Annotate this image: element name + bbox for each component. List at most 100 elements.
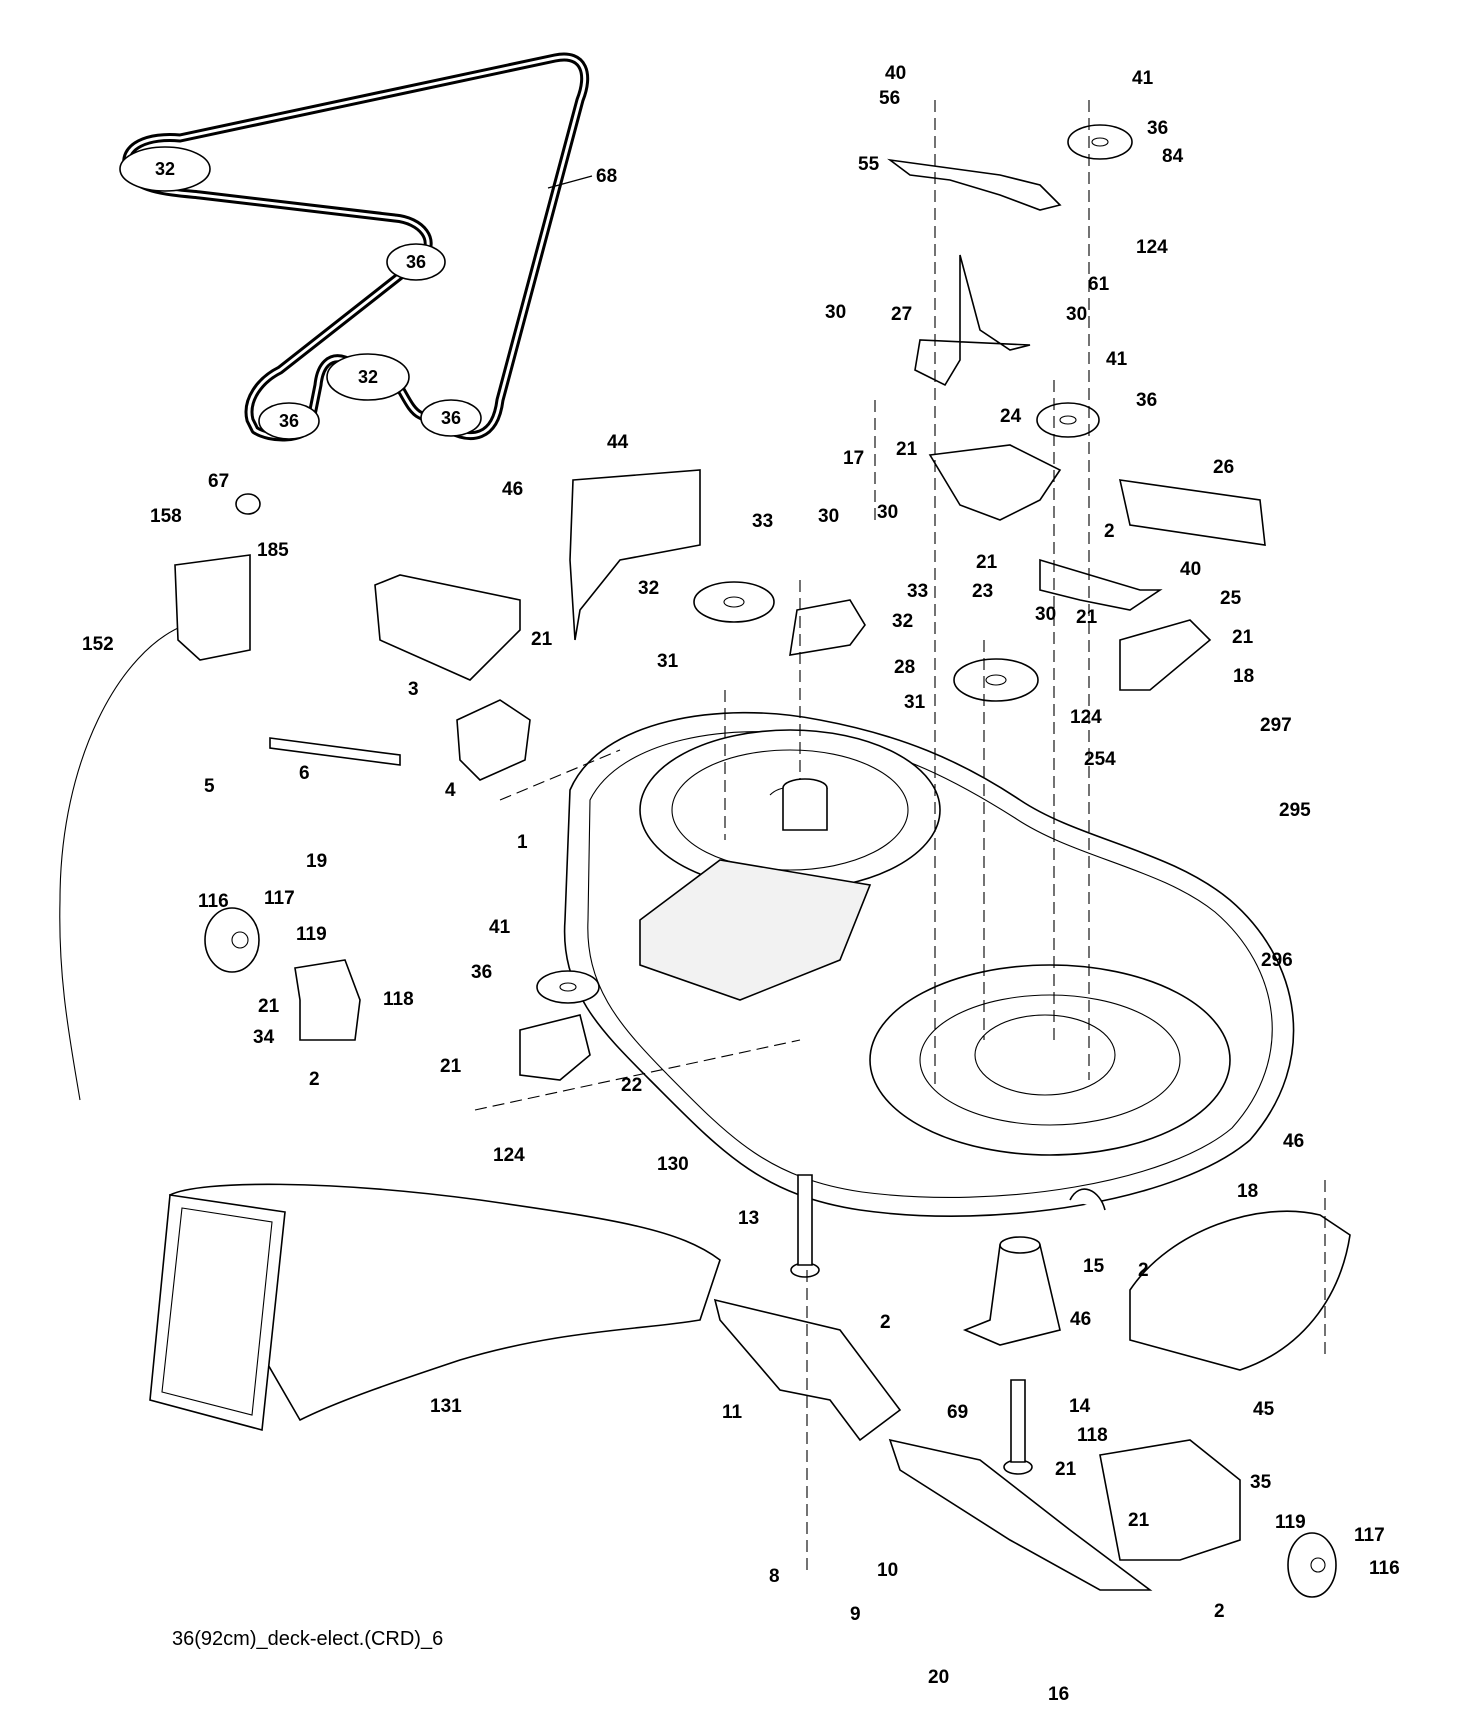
callout: 18	[1237, 1181, 1258, 1202]
belt-callout: 68	[596, 166, 617, 187]
callout: 2	[1214, 1601, 1225, 1622]
spindles-and-blades	[713, 1174, 1351, 1598]
callout: 31	[657, 651, 679, 672]
callout: 56	[879, 88, 900, 109]
belt-routing-inset: 32 36 32 36 36 68	[119, 52, 617, 442]
callout: 20	[928, 1667, 949, 1688]
callout: 117	[1354, 1525, 1385, 1546]
inset-pulley-36-b	[258, 402, 320, 440]
left-accessories	[59, 493, 721, 1432]
callout: 36	[1147, 118, 1168, 139]
callout: 158	[150, 506, 182, 527]
callout: 21	[976, 552, 998, 573]
callout: 119	[296, 924, 327, 945]
callout: 46	[502, 479, 523, 500]
inset-pulley-36-c	[420, 399, 482, 437]
callout: 118	[1077, 1425, 1108, 1446]
callout: 21	[258, 996, 280, 1017]
callout: 116	[1369, 1558, 1400, 1579]
callout: 21	[1076, 607, 1098, 628]
callout: 23	[972, 581, 993, 602]
callout: 11	[722, 1402, 743, 1423]
callout: 45	[1253, 1399, 1275, 1420]
callout: 35	[1250, 1472, 1272, 1493]
idler-assembly	[269, 124, 1266, 1081]
callout: 46	[1070, 1309, 1091, 1330]
callout-labels: 40 41 56 36 84 55 124 61 30 27 30 41 36 …	[82, 63, 1400, 1705]
callout: 152	[82, 634, 114, 655]
callout: 69	[947, 1402, 968, 1423]
callout: 116	[198, 891, 229, 912]
callout: 40	[885, 63, 906, 84]
callout: 31	[904, 692, 926, 713]
callout: 2	[1104, 521, 1115, 542]
callout: 10	[877, 1560, 898, 1581]
callout: 124	[493, 1145, 525, 1166]
callout: 9	[850, 1604, 861, 1625]
callout: 30	[818, 506, 839, 527]
callout: 21	[1232, 627, 1254, 648]
callout: 28	[894, 657, 915, 678]
callout: 124	[1070, 707, 1102, 728]
inset-pulley-label: 36	[406, 252, 426, 272]
inset-pulley-32-a	[119, 146, 211, 192]
callout: 84	[1162, 146, 1184, 167]
callout: 8	[769, 1566, 780, 1587]
callout: 36	[471, 962, 492, 983]
callout: 44	[607, 432, 629, 453]
callout: 3	[408, 679, 419, 700]
callout: 25	[1220, 588, 1242, 609]
inset-pulley-label: 36	[279, 411, 299, 431]
callout: 41	[1132, 68, 1154, 89]
callout: 22	[621, 1075, 642, 1096]
callout: 18	[1233, 666, 1254, 687]
callout: 32	[638, 578, 659, 599]
callout: 30	[877, 502, 898, 523]
callout: 36	[1136, 390, 1157, 411]
mower-deck	[563, 711, 1295, 1217]
callout: 67	[208, 471, 229, 492]
callout: 33	[907, 581, 928, 602]
callout: 21	[1128, 1510, 1150, 1531]
callout: 27	[891, 304, 912, 325]
callout: 46	[1283, 1131, 1304, 1152]
callout: 119	[1275, 1512, 1306, 1533]
callout: 61	[1088, 274, 1110, 295]
callout: 14	[1069, 1396, 1091, 1417]
callout: 55	[858, 154, 880, 175]
callout: 185	[257, 540, 289, 561]
callout: 124	[1136, 237, 1168, 258]
callout: 21	[896, 439, 918, 460]
callout: 118	[383, 989, 414, 1010]
callout: 17	[843, 448, 864, 469]
inset-pulley-36-a	[386, 243, 446, 281]
callout: 21	[1055, 1459, 1077, 1480]
callout: 296	[1261, 950, 1293, 971]
callout: 30	[825, 302, 846, 323]
callout: 1	[517, 832, 528, 853]
callout: 297	[1260, 715, 1292, 736]
callout: 24	[1000, 406, 1022, 427]
diagram-caption: 36(92cm)_deck-elect.(CRD)_6	[172, 1628, 443, 1650]
callout: 15	[1083, 1256, 1105, 1277]
callout: 13	[738, 1208, 759, 1229]
callout: 41	[489, 917, 511, 938]
callout: 40	[1180, 559, 1201, 580]
callout: 26	[1213, 457, 1234, 478]
callout: 4	[445, 780, 456, 801]
callout: 2	[309, 1069, 320, 1090]
inset-pulley-label: 32	[358, 367, 378, 387]
callout: 2	[880, 1312, 891, 1333]
callout: 34	[253, 1027, 275, 1048]
inset-pulley-label: 36	[441, 408, 461, 428]
inset-pulley-32-b	[326, 353, 410, 401]
callout: 21	[440, 1056, 462, 1077]
callout: 6	[299, 763, 310, 784]
callout: 19	[306, 851, 327, 872]
callout: 254	[1084, 749, 1116, 770]
assembly-guide-lines	[474, 100, 1326, 1570]
callout: 5	[204, 776, 215, 797]
callout: 30	[1066, 304, 1087, 325]
callout: 130	[657, 1154, 689, 1175]
